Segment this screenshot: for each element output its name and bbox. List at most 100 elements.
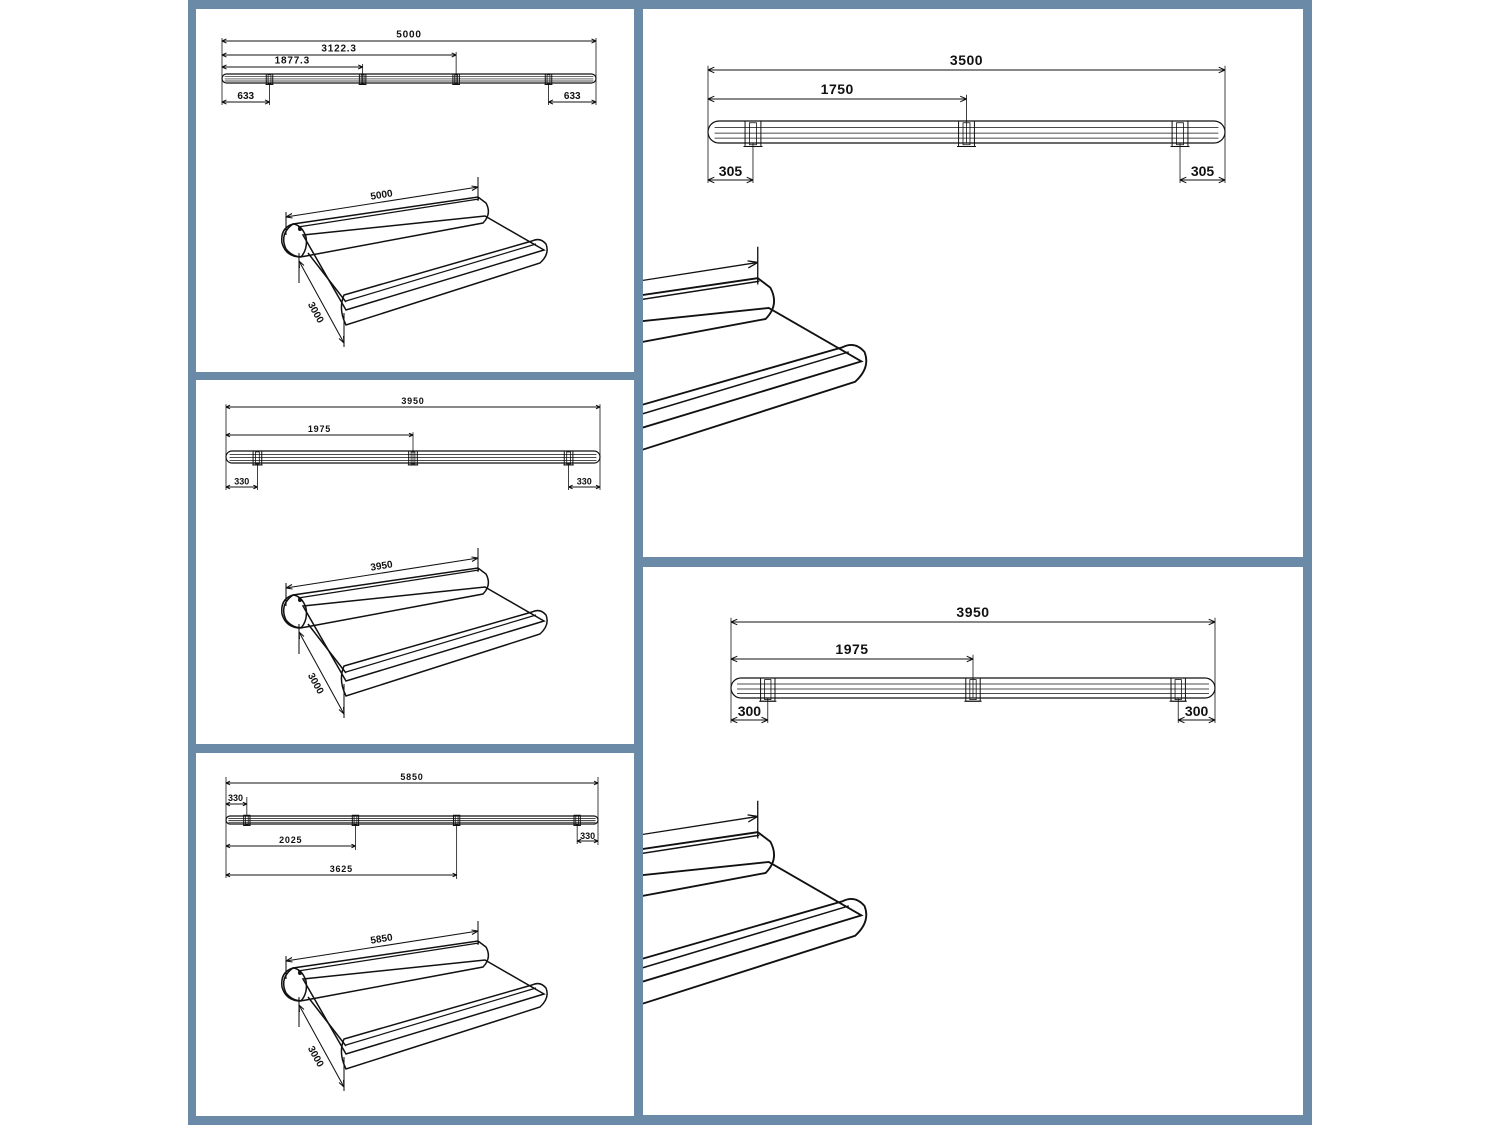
- bracket-slot: [360, 74, 365, 85]
- width-dimension-line: [643, 815, 758, 836]
- end-cap: [280, 967, 308, 1002]
- mounting-bracket: [452, 73, 461, 85]
- end-cap: [280, 223, 308, 258]
- arrow-head: [548, 99, 554, 105]
- arrow-head: [225, 872, 231, 878]
- arrow-head: [1218, 66, 1226, 74]
- arrow-head: [747, 260, 759, 269]
- cassette-edge: [297, 569, 480, 599]
- arrow-head: [242, 801, 248, 807]
- arrow-head: [1178, 716, 1185, 724]
- arrow-head: [225, 404, 231, 410]
- awning-perspective: 35002500: [643, 246, 868, 451]
- bracket-offset-label: 1877.3: [275, 56, 310, 67]
- arrow-head: [761, 716, 768, 724]
- front-bar-edge: [643, 351, 850, 415]
- bracket-slot: [566, 451, 571, 465]
- arrow-head: [351, 843, 356, 849]
- end-offset-left-label: 330: [234, 476, 249, 486]
- arrow-head: [730, 618, 738, 626]
- cassette-rail: [707, 120, 1226, 144]
- front-bar: [643, 898, 868, 1005]
- arrow-head: [225, 801, 231, 807]
- total-width-label: 3950: [401, 396, 424, 406]
- arrow-head: [591, 99, 597, 105]
- end-offset-right-label: 330: [580, 831, 595, 841]
- awning-width-label: 5850: [370, 932, 394, 946]
- arrow-head: [471, 185, 479, 191]
- mounting-bracket: [956, 120, 977, 148]
- arrow-head: [747, 814, 759, 823]
- end-offset-left-label: 330: [228, 793, 243, 803]
- cassette-rail: [225, 815, 599, 825]
- cassette-box: [643, 277, 775, 343]
- mounting-bracket: [243, 814, 251, 826]
- width-dimension-line: [285, 186, 479, 218]
- bracket-slot: [410, 451, 416, 465]
- arrow-head: [730, 655, 738, 663]
- end-offset-right-label: 330: [577, 476, 592, 486]
- awning-fabric: [301, 215, 546, 311]
- awning-fabric: [643, 307, 864, 429]
- arrow-head: [285, 957, 293, 963]
- bracket-slot: [1174, 679, 1182, 700]
- end-offset-left-label: 305: [719, 163, 743, 179]
- bracket-slot: [245, 815, 249, 826]
- arrow-head: [593, 780, 599, 786]
- front-bar: [340, 982, 548, 1070]
- arrow-head: [285, 213, 293, 219]
- arrow-head: [595, 484, 601, 490]
- arrow-head: [253, 484, 258, 490]
- bracket-offset-label: 1975: [308, 424, 331, 434]
- arrow-head: [285, 584, 293, 590]
- folding-arm: [307, 996, 347, 1047]
- arrow-head: [595, 404, 601, 410]
- total-width-label: 3500: [950, 52, 983, 68]
- arrow-head: [221, 64, 227, 70]
- arrow-head: [591, 38, 597, 44]
- front-bar: [340, 238, 548, 326]
- arrow-head: [707, 66, 715, 74]
- end-offset-right-label: 633: [564, 91, 581, 102]
- end-offset-right-label: 300: [1185, 703, 1209, 719]
- mount-dot: [298, 598, 302, 602]
- total-width-label: 5000: [396, 30, 421, 41]
- front-bar-edge: [345, 614, 537, 673]
- cassette-rail: [225, 450, 601, 464]
- arrow-head: [471, 556, 479, 562]
- arrow-head: [221, 38, 227, 44]
- arrow-head: [966, 655, 974, 663]
- arrow-head: [576, 838, 582, 844]
- width-dimension-line: [643, 261, 758, 282]
- arrow-head: [1208, 618, 1216, 626]
- arrow-head: [959, 95, 967, 103]
- arrow-head: [225, 484, 231, 490]
- cassette-edge: [297, 942, 480, 972]
- mounting-bracket: [407, 450, 419, 466]
- arrow-head: [451, 52, 457, 58]
- arrow-head: [707, 176, 715, 184]
- front-bar-edge: [643, 905, 850, 969]
- awning-fabric: [301, 959, 546, 1055]
- width-dimension-line: [285, 930, 479, 962]
- arrow-head: [746, 176, 754, 184]
- bracket-offset-label: 1750: [821, 81, 854, 97]
- mount-dot: [298, 971, 302, 975]
- arrow-head: [1179, 176, 1187, 184]
- arrow-head: [357, 64, 363, 70]
- arrow-head: [298, 631, 305, 640]
- bracket-slot: [764, 679, 772, 700]
- bracket-slot: [255, 451, 260, 465]
- front-bar-edge: [345, 243, 537, 302]
- cassette-edge: [297, 198, 480, 228]
